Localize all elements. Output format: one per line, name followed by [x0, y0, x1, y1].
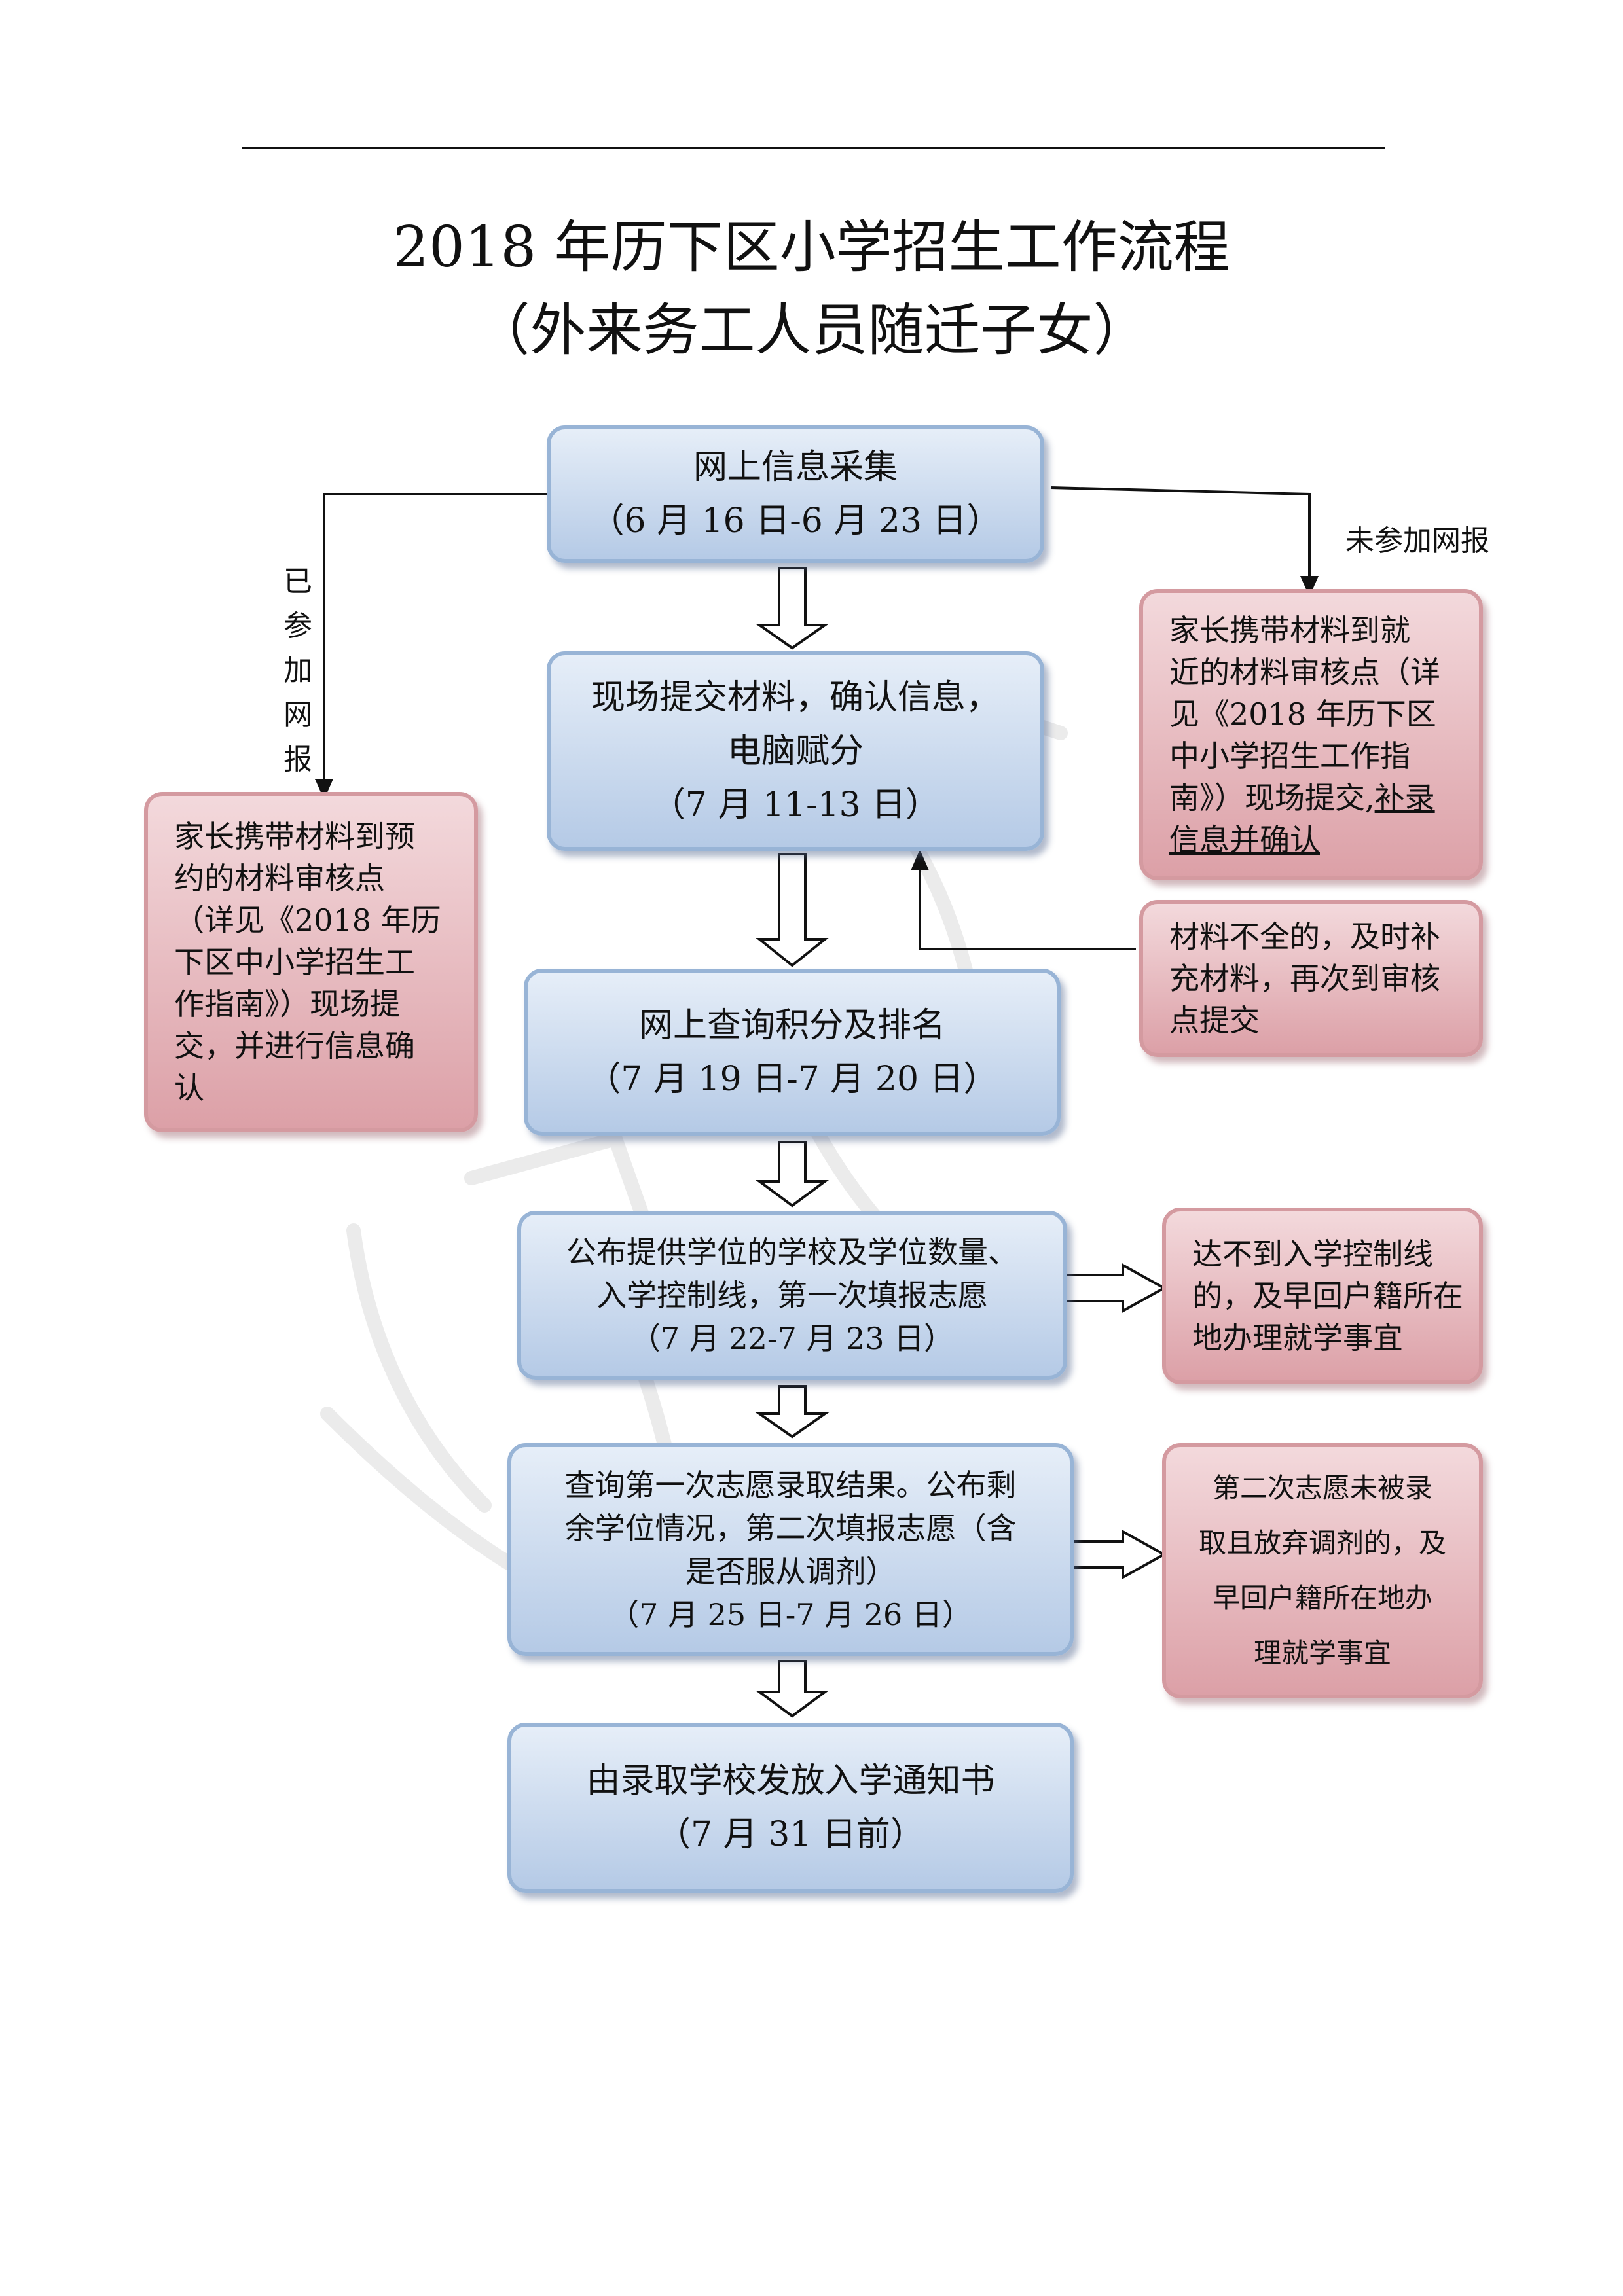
note-incomplete-materials: 材料不全的，及时补 充材料，再次到审核 点提交 — [1139, 900, 1483, 1057]
step-online-info-collection: 网上信息采集 （6 月 16 日-6 月 23 日） — [547, 425, 1044, 563]
note-abandon-adjustment: 第二次志愿未被录 取且放弃调剂的，及 早回户籍所在地办 理就学事宜 — [1162, 1443, 1483, 1698]
step-onsite-submission: 现场提交材料，确认信息， 电脑赋分 （7 月 11-13 日） — [547, 651, 1044, 851]
label-participated: 已 参 加 网 报 — [283, 565, 312, 776]
step-admission-notice: 由录取学校发放入学通知书 （7 月 31 日前） — [507, 1723, 1074, 1893]
page-title: 2018 年历下区小学招生工作流程 — [393, 215, 1230, 280]
label-not-participated: 未参加网报 — [1345, 524, 1489, 558]
step-second-application: 查询第一次志愿录取结果。公布剩 余学位情况，第二次填报志愿（含 是否服从调剂） … — [507, 1443, 1074, 1656]
note-below-control-line: 达不到入学控制线 的，及早回户籍所在 地办理就学事宜 — [1162, 1208, 1483, 1384]
step-online-score-query: 网上查询积分及排名 （7 月 19 日-7 月 20 日） — [524, 969, 1061, 1136]
note-participated-submission: 家长携带材料到预 约的材料审核点 （详见《2018 年历 下区中小学招生工 作指… — [144, 792, 478, 1132]
header-rule — [242, 147, 1385, 149]
page-subtitle: （外来务工人员随迁子女） — [473, 298, 1150, 363]
note-not-participated-submission: 家长携带材料到就 近的材料审核点（详 见《2018 年历下区 中小学招生工作指 … — [1139, 589, 1483, 880]
step-first-application: 公布提供学位的学校及学位数量、 入学控制线，第一次填报志愿 （7 月 22-7 … — [517, 1211, 1067, 1380]
